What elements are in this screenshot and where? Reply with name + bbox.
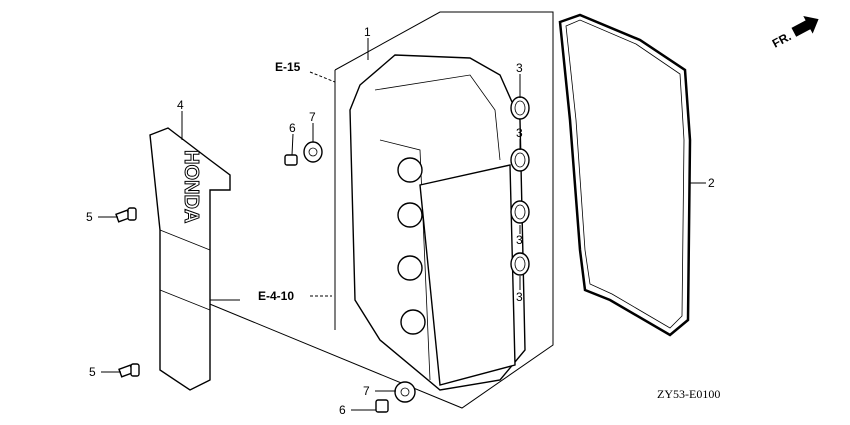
callout-6: 6 bbox=[289, 121, 296, 135]
callout-5: 5 bbox=[89, 365, 96, 379]
spark-plug-holes bbox=[397, 157, 426, 335]
callout-5: 5 bbox=[86, 210, 93, 224]
callout-4: 4 bbox=[177, 98, 184, 112]
honda-logo: HONDA bbox=[180, 150, 202, 223]
callout-3: 3 bbox=[516, 61, 523, 75]
bolt-parts bbox=[115, 207, 140, 378]
arrow-right-icon bbox=[791, 15, 819, 37]
callout-2: 2 bbox=[708, 176, 715, 190]
front-direction-indicator: FR. bbox=[770, 15, 819, 51]
head-cover-part bbox=[349, 54, 526, 391]
callout-3: 3 bbox=[516, 290, 523, 304]
leader-lines bbox=[98, 38, 706, 411]
callout-3: 3 bbox=[516, 126, 523, 140]
reference-e15[interactable]: E-15 bbox=[275, 60, 301, 74]
diagram-code: ZY53-E0100 bbox=[657, 387, 720, 401]
callout-1: 1 bbox=[364, 25, 371, 39]
callout-3: 3 bbox=[516, 233, 523, 247]
callout-7: 7 bbox=[363, 384, 370, 398]
reference-e4-10[interactable]: E-4-10 bbox=[258, 289, 294, 303]
side-cover-part: HONDA bbox=[149, 127, 231, 391]
gasket-part bbox=[558, 13, 692, 337]
callout-6: 6 bbox=[339, 403, 346, 417]
front-label: FR. bbox=[770, 29, 794, 50]
callout-7: 7 bbox=[309, 110, 316, 124]
